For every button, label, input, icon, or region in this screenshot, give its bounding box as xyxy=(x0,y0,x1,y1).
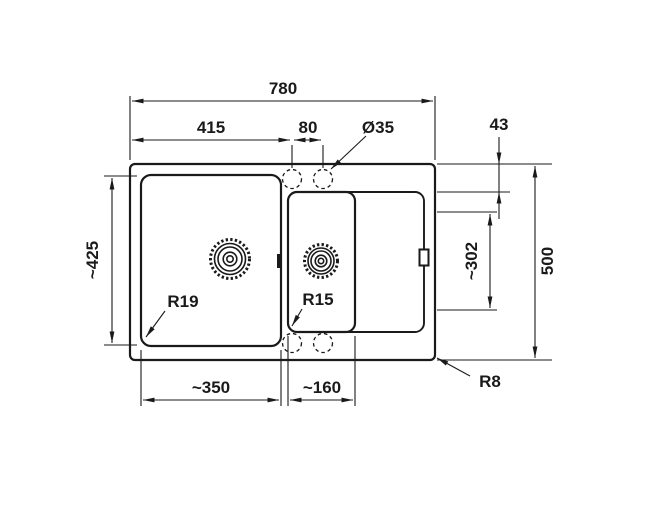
dim-right-bowl-width: ~160 xyxy=(287,336,356,406)
radius-left-bowl-callout: R19 xyxy=(145,292,199,338)
dim-right-bowl-depth: ~302 xyxy=(437,211,497,311)
tap-hole-bottom-right xyxy=(312,332,334,354)
dim-overall-width: 780 xyxy=(129,79,436,160)
dim-tap-offset: 415 xyxy=(132,118,293,168)
dim-80-label: 80 xyxy=(299,118,318,137)
dim-415-label: 415 xyxy=(197,118,225,137)
left-bowl xyxy=(139,173,283,348)
right-bowl xyxy=(286,190,357,334)
dim-left-bowl-width: ~350 xyxy=(140,350,282,406)
sink-outer-edge xyxy=(128,162,437,362)
dim-overall-depth: 500 xyxy=(437,163,557,361)
tap-hole-top-left xyxy=(281,168,303,190)
dim-left-bowl-depth: ~425 xyxy=(83,175,137,346)
tap-hole-bottom-left xyxy=(281,332,303,354)
radius-outer-callout: R8 xyxy=(436,357,501,391)
dim-500-label: 500 xyxy=(538,247,557,275)
tap-hole-top-right xyxy=(312,168,334,190)
radius-r8-label: R8 xyxy=(479,372,501,391)
dim-350-label: ~350 xyxy=(192,378,230,397)
dim-425-label: ~425 xyxy=(83,241,102,279)
dim-780-label: 780 xyxy=(269,79,297,98)
dim-43-label: 43 xyxy=(490,115,509,134)
dim-edge-to-step: 43 xyxy=(437,115,510,219)
dim-302-label: ~302 xyxy=(462,242,481,280)
radius-r19-label: R19 xyxy=(167,292,198,311)
dim-o35-label: Ø35 xyxy=(362,118,394,137)
overflow-slot xyxy=(418,248,430,267)
left-drain xyxy=(209,238,251,280)
sink-body xyxy=(128,162,437,362)
dim-tap-diameter: Ø35 xyxy=(330,118,394,170)
dim-tap-pitch: 80 xyxy=(294,118,324,168)
dim-160-label: ~160 xyxy=(303,378,341,397)
left-bowl-overflow-mark xyxy=(277,254,282,268)
right-drain xyxy=(303,243,339,279)
radius-r15-label: R15 xyxy=(302,290,333,309)
radius-right-bowl-callout: R15 xyxy=(291,290,334,327)
